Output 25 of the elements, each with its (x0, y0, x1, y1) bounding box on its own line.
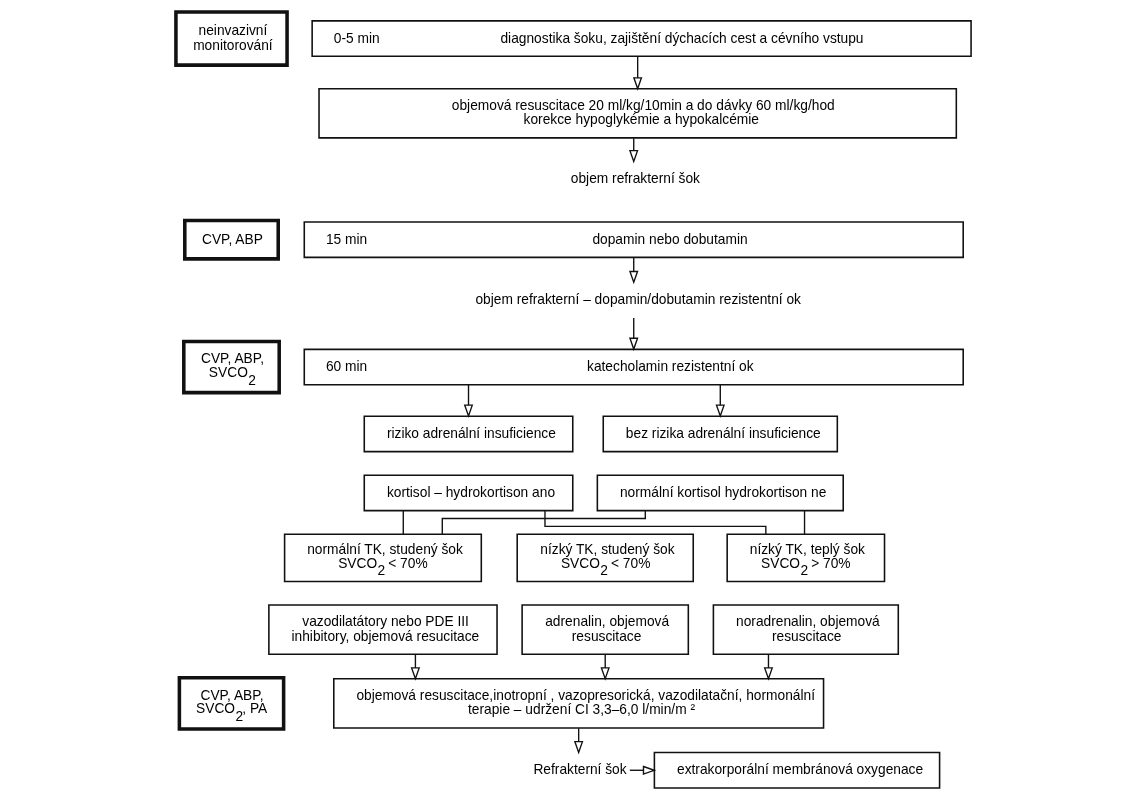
node-box: 15 min dopamin nebo dobutamin (303, 221, 964, 259)
node-box: extrakorporální membránová oxygenace (653, 751, 941, 789)
node-box: noradrenalin, objemová resuscitace (712, 604, 900, 655)
node-box: bez rizika adrenální insuficience (602, 415, 839, 453)
node-box: vazodilatátory nebo PDE III inhibitory, objemová resucitace (268, 604, 498, 655)
arrow (715, 384, 726, 419)
arrow (463, 384, 474, 419)
node-box: CVP, ABP (183, 218, 280, 261)
node-box: objemová resuscitace 20 ml/kg/10min a do dávky 60 ml/kg/hod korekce hypoglykémie a hypokalcémie (318, 87, 958, 139)
node-box: kortisol – hydrokortison ano (363, 474, 574, 512)
node-box: objemová resuscitace,inotropní , vazopresorická, vazodilatační, hormonální terapie – udržení CI 3,3–6,0 l/min/m ² (333, 678, 825, 729)
node-text: objem refrakterní šok (570, 171, 700, 187)
node-text: Refrakterní šok (533, 762, 627, 778)
node-text: objem refrakterní – dopamin/dobutamin rezistentní ok (475, 292, 801, 308)
node-box: neinvazivní monitorování (174, 10, 289, 67)
node-box: 0-5 min diagnostika šoku, zajištění dýchacích cest a cévního vstupu (311, 20, 972, 58)
node-box: riziko adrenální insuficience (363, 415, 574, 453)
arrow (628, 317, 639, 352)
connector (544, 510, 767, 535)
node-box: adrenalin, objemová resuscitace (521, 604, 690, 655)
connector (803, 510, 806, 535)
node-box: 60 min katecholamin rezistentní ok (303, 348, 964, 386)
arrow (632, 55, 643, 91)
connector (402, 510, 404, 535)
node-box: normální kortisol hydrokortison ne (596, 474, 844, 512)
